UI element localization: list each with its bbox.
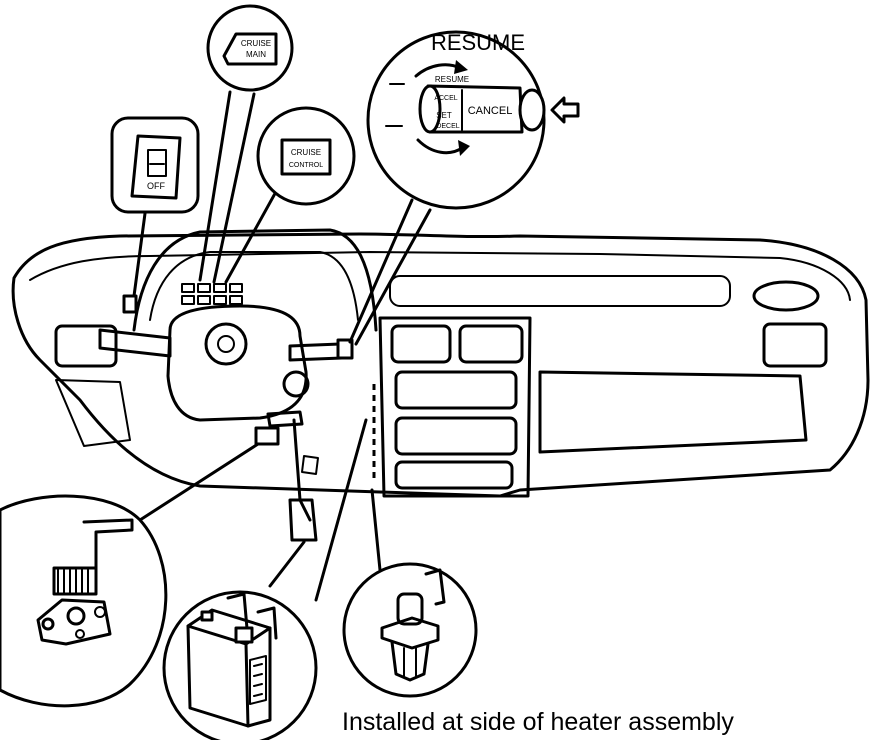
cluster-indicator-squares xyxy=(181,283,243,305)
cruise-main-line2: MAIN xyxy=(246,50,266,59)
main-switch-off-callout: OFF xyxy=(110,116,200,214)
cruise-main-line1: CRUISE xyxy=(241,39,271,48)
pedal-actuator-callout xyxy=(0,494,168,708)
push-arrow-icon xyxy=(550,96,580,124)
set-label: SET xyxy=(436,111,452,120)
stop-switch-callout xyxy=(342,562,478,698)
dashboard-illustration xyxy=(11,228,870,542)
accel-label: ACCEL xyxy=(434,95,457,102)
cruise-control-unit-callout xyxy=(162,590,318,740)
cancel-label: CANCEL xyxy=(468,105,513,117)
resume-cancel-switch-callout: RESUME RESUME SET ACCEL DECEL CANCEL xyxy=(366,30,580,210)
cruise-main-switch-callout: CRUISE MAIN xyxy=(206,4,294,92)
leader-lines xyxy=(132,90,432,602)
resume-knob-label: RESUME xyxy=(435,75,469,84)
heater-assembly-caption: Installed at side of heater assembly xyxy=(342,708,734,736)
cruise-control-indicator-callout: CRUISE CONTROL xyxy=(256,106,356,206)
resume-title: RESUME xyxy=(431,30,525,55)
off-label: OFF xyxy=(147,181,165,191)
cruise-control-line1: CRUISE xyxy=(291,148,321,157)
cruise-main-button xyxy=(222,32,278,66)
decel-label: DECEL xyxy=(436,123,459,130)
cruise-control-line2: CONTROL xyxy=(289,162,323,169)
resume-callout-circle xyxy=(366,30,546,210)
cruise-control-indicator xyxy=(280,138,332,176)
